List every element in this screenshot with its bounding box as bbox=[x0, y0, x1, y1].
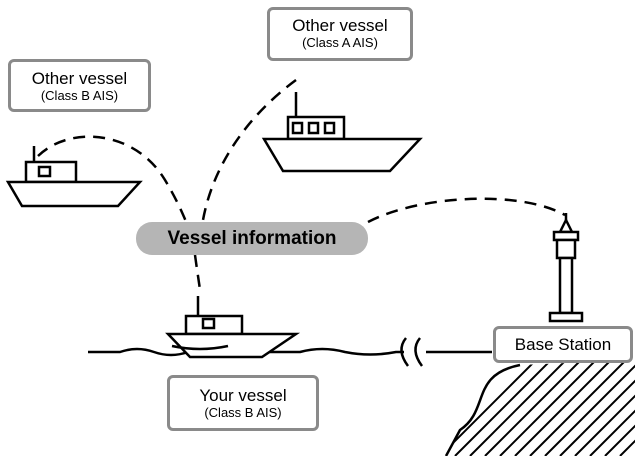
wave-break bbox=[400, 337, 424, 367]
label-subtitle: (Class B AIS) bbox=[40, 88, 119, 103]
label-title: Other vessel bbox=[31, 69, 128, 88]
base-station-tower bbox=[548, 213, 584, 323]
label-base-station: Base Station bbox=[493, 326, 633, 363]
label-title: Your vessel bbox=[199, 386, 287, 405]
link-class-b-to-info bbox=[37, 135, 190, 227]
link-class-a-to-info bbox=[200, 78, 297, 227]
your-vessel-ship bbox=[165, 296, 301, 359]
link-base-to-info bbox=[367, 197, 566, 224]
label-subtitle: (Class A AIS) bbox=[302, 35, 378, 50]
label-other-vessel-class-a: Other vessel (Class A AIS) bbox=[267, 7, 413, 61]
cliff bbox=[444, 360, 635, 456]
label-other-vessel-class-b: Other vessel (Class B AIS) bbox=[8, 59, 151, 112]
label-vessel-information: Vessel information bbox=[136, 222, 368, 255]
link-info-to-your-vessel bbox=[193, 254, 202, 291]
sea-waves bbox=[88, 347, 492, 357]
other-vessel-class-a-ship bbox=[261, 92, 423, 173]
label-title: Other vessel bbox=[292, 16, 388, 35]
label-title: Base Station bbox=[514, 335, 612, 354]
label-subtitle: (Class B AIS) bbox=[204, 405, 282, 420]
label-your-vessel: Your vessel (Class B AIS) bbox=[167, 375, 319, 431]
other-vessel-class-b-ship bbox=[5, 146, 143, 208]
